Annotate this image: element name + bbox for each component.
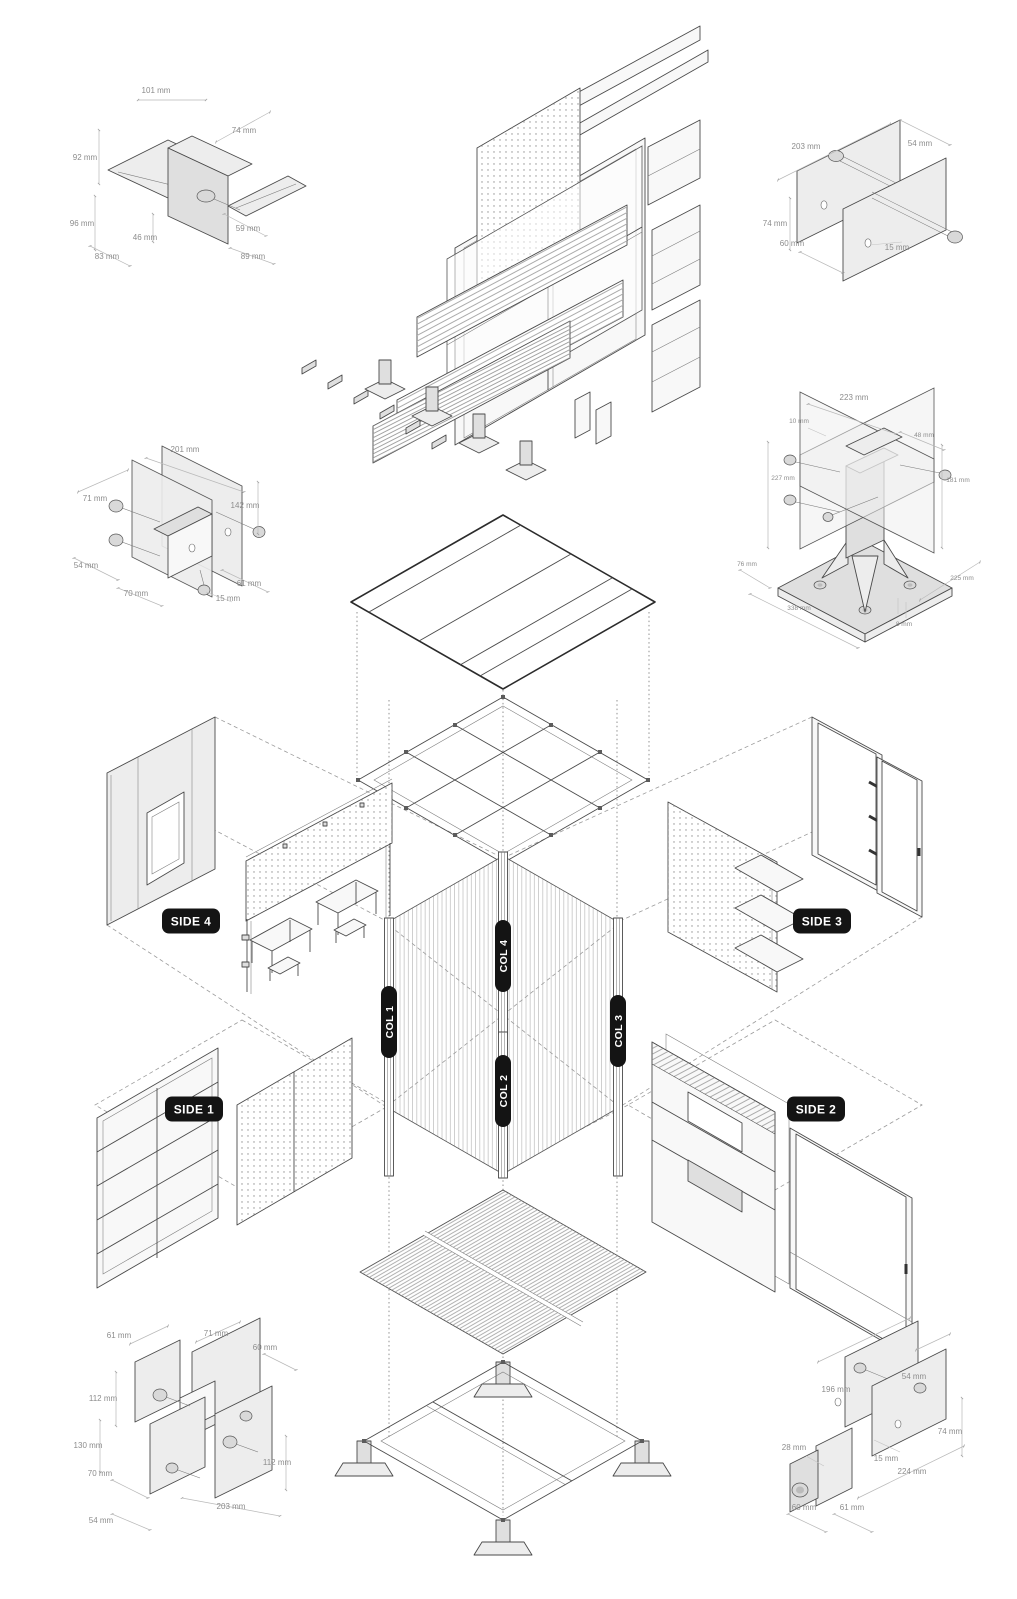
plain-framed-panel xyxy=(789,1127,913,1359)
side-1-assembly xyxy=(96,1037,353,1289)
dimension-label: 203 mm xyxy=(217,1502,246,1511)
floor-frame xyxy=(334,1360,672,1556)
detail-column-base: 223 mm 10 mm 48 mm 227 mm 181 mm 76 mm 2… xyxy=(737,387,981,649)
dimension-label: 10 mm xyxy=(789,418,809,425)
pegboard-bench-unit xyxy=(241,778,393,994)
pegboard-shelf-panel xyxy=(667,801,804,993)
column-cube xyxy=(384,851,623,1179)
dimension-label: 54 mm xyxy=(908,139,933,148)
dimension-label: 338 mm xyxy=(787,605,810,612)
side-1-label: SIDE 1 xyxy=(165,1096,223,1122)
side-2-label: SIDE 2 xyxy=(787,1096,845,1122)
dimension-label: 92 mm xyxy=(73,153,98,162)
dimension-label: 112 mm xyxy=(263,1458,292,1467)
detail-foot-bracket: 196 mm 54 mm 74 mm 15 mm 28 mm 224 mm 60… xyxy=(782,1316,965,1533)
dimension-label: 71 mm xyxy=(204,1329,229,1338)
dimension-label: 59 mm xyxy=(236,224,261,233)
dimension-label: 196 mm xyxy=(822,1385,851,1394)
dimension-label: 61 mm xyxy=(107,1331,132,1340)
dimension-label: 74 mm xyxy=(763,219,788,228)
dimension-label: 54 mm xyxy=(902,1372,927,1381)
dimension-label: 71 mm xyxy=(83,494,108,503)
dimension-label: 223 mm xyxy=(840,393,869,402)
svg-text:SIDE 4: SIDE 4 xyxy=(171,915,211,929)
dimension-label: 96 mm xyxy=(70,219,95,228)
dimension-label: 60 mm xyxy=(253,1343,278,1352)
col-3-label: COL 3 xyxy=(610,995,626,1067)
svg-text:COL 3: COL 3 xyxy=(613,1015,625,1048)
col-1-label: COL 1 xyxy=(381,986,397,1058)
dimension-label: 61 mm xyxy=(840,1503,865,1512)
dimension-label: 225 mm xyxy=(950,575,973,582)
dimension-label: 224 mm xyxy=(898,1467,927,1476)
col-4-label: COL 4 xyxy=(495,920,511,992)
desk-2 xyxy=(315,879,379,943)
dimension-label: 15 mm xyxy=(885,243,910,252)
side-4-label: SIDE 4 xyxy=(162,908,220,934)
hardware-clips-row xyxy=(301,359,447,450)
side-3-label: SIDE 3 xyxy=(793,908,851,934)
dimension-label: 130 mm xyxy=(74,1441,103,1450)
svg-text:COL 4: COL 4 xyxy=(498,940,510,973)
detail-cross-clamp: 201 mm 71 mm 142 mm 54 mm 70 mm 61 mm 15… xyxy=(72,445,270,607)
dimension-label: 74 mm xyxy=(938,1427,963,1436)
dimension-label: 54 mm xyxy=(89,1516,114,1525)
dimension-label: 60 mm xyxy=(780,239,805,248)
dimension-label: 74 mm xyxy=(232,126,257,135)
dimension-label: 181 mm xyxy=(946,477,969,484)
dimension-label: 15 mm xyxy=(216,594,241,603)
dimension-label: 89 mm xyxy=(241,252,266,261)
adjustable-feet xyxy=(334,1361,672,1556)
col-2-label: COL 2 xyxy=(495,1055,511,1127)
dimension-label: 227 mm xyxy=(771,475,794,482)
detail-corner-bracket: 101 mm 74 mm 92 mm 96 mm 46 mm 59 mm 83 … xyxy=(70,86,307,267)
dimension-label: 15 mm xyxy=(874,1454,899,1463)
svg-text:SIDE 1: SIDE 1 xyxy=(174,1103,214,1117)
slat-panels xyxy=(372,204,628,464)
detail-double-plate-clamp: 61 mm 71 mm 60 mm 112 mm 130 mm 70 mm 11… xyxy=(74,1317,298,1531)
grid-door-panel xyxy=(96,1047,219,1289)
dimension-label: 54 mm xyxy=(74,561,99,570)
side-3-assembly xyxy=(667,716,923,993)
dimension-label: 28 mm xyxy=(782,1443,807,1452)
floor-deck xyxy=(359,1189,647,1355)
dimension-label: 201 mm xyxy=(171,445,200,454)
side-4-assembly xyxy=(106,716,393,994)
dimension-label: 76 mm xyxy=(737,561,757,568)
dimension-label: 8 mm xyxy=(896,621,912,628)
shelf-wall-unit xyxy=(651,1033,790,1293)
side-2-assembly xyxy=(651,1033,913,1359)
wall-panel-stack xyxy=(301,25,709,481)
roof-panel xyxy=(350,514,656,690)
svg-text:COL 1: COL 1 xyxy=(384,1006,396,1039)
window-wall-panel xyxy=(106,716,216,926)
svg-text:COL 2: COL 2 xyxy=(498,1075,510,1108)
dimension-label: 203 mm xyxy=(792,142,821,151)
dimension-label: 101 mm xyxy=(142,86,171,95)
dimension-label: 142 mm xyxy=(231,501,260,510)
svg-text:SIDE 3: SIDE 3 xyxy=(802,915,842,929)
desk-1 xyxy=(249,917,313,981)
dimension-label: 61 mm xyxy=(237,579,262,588)
glass-door-panels xyxy=(811,716,923,918)
pedestal-bases-row xyxy=(364,359,547,481)
dimension-label: 83 mm xyxy=(95,252,120,261)
dimension-label: 60 mm xyxy=(792,1503,817,1512)
dimension-label: 70 mm xyxy=(88,1469,113,1478)
dimension-label: 70 mm xyxy=(124,589,149,598)
svg-text:SIDE 2: SIDE 2 xyxy=(796,1103,836,1117)
dimension-label: 112 mm xyxy=(89,1394,118,1403)
dimension-label: 46 mm xyxy=(133,233,158,242)
dimension-label: 48 mm xyxy=(914,432,934,439)
perforated-panel-pair xyxy=(236,1037,353,1226)
detail-plate-connector: 203 mm 54 mm 74 mm 60 mm 15 mm xyxy=(763,119,963,282)
